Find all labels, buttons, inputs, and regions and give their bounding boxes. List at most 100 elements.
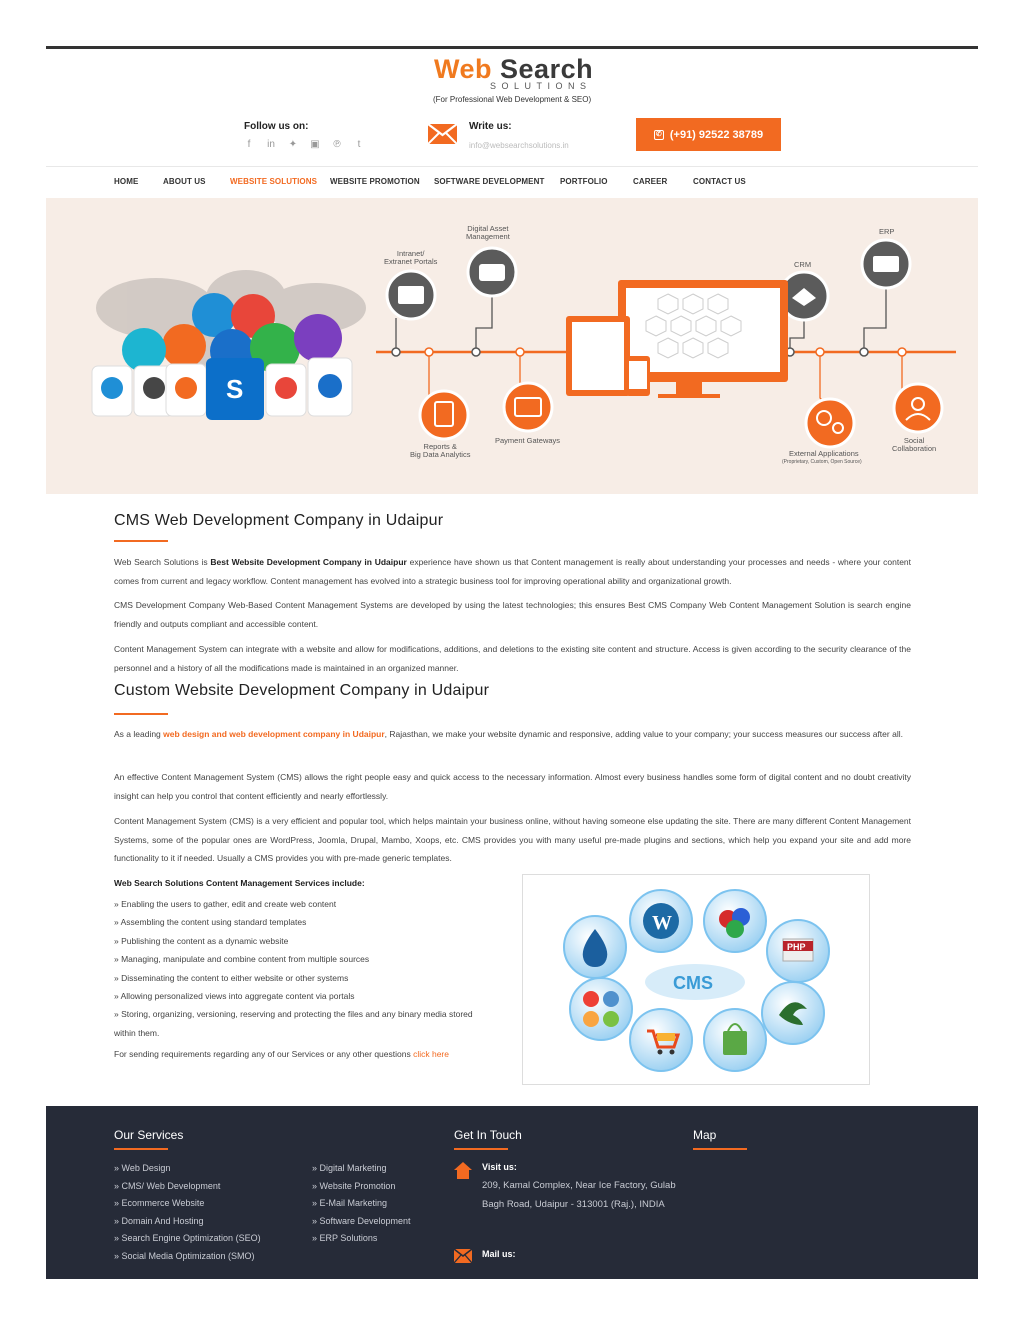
php-icon: PHP [782,938,814,962]
cms-paragraph-2: CMS Development Company Web-Based Conten… [114,600,911,629]
follow-label: Follow us on: [244,121,309,132]
banner-illustration: S [91,238,956,449]
write-us-label: Write us: [469,121,512,132]
footer-services-col2: » Digital Marketing » Website Promotion … [312,1160,411,1248]
top-border [46,46,978,49]
label-crm: CRM [794,260,812,269]
footer-map-title: Map [693,1128,717,1142]
list-item: » Assembling the content using standard … [114,917,307,928]
logo-tagline: (For Professional Web Development & SEO) [433,95,592,104]
label-reports: Reports &Big Data Analytics [410,442,471,459]
section-title-custom: Custom Website Development Company in Ud… [114,682,490,699]
mail-icon [454,1249,472,1263]
footer-address: 209, Kamal Complex, Near Ice Factory, Gu… [482,1180,676,1210]
cms-icons-ring: CMS W PHP [563,889,830,1072]
title-underline [114,540,168,542]
phone-number: (+91) 92522 38789 [669,128,764,141]
phone-icon: ✆ [653,129,664,140]
logo-subtitle: SOLUTIONS [490,81,592,91]
list-item: » Storing, organizing, versioning, reser… [114,1009,473,1038]
mail-icon [428,124,457,144]
footer-contact-title: Get In Touch [454,1128,522,1142]
nav-website-solutions[interactable]: WEBSITE SOLUTIONS [230,177,318,186]
logo-wordmark: Web Search [434,54,594,84]
social-links: f in ✦ ▣ ℗ t [244,139,364,150]
list-item: » Publishing the content as a dynamic we… [114,935,289,946]
footer-title-underline [454,1148,508,1150]
cart-icon [647,1029,681,1055]
twitter-icon[interactable]: ✦ [288,139,298,150]
xoops-icon [719,908,750,938]
shopping-bag-icon [723,1023,747,1055]
footer-link[interactable]: » E-Mail Marketing [312,1198,388,1208]
web-design-link[interactable]: web design and web development company i… [163,729,385,739]
cms-illustration: CMS W PHP [522,874,870,1085]
tumblr-icon[interactable]: t [357,139,361,150]
cms-paragraph-1: Web Search Solutions is Best Website Dev… [114,557,912,586]
label-external-sub: (Proprietary, Custom, Open Source) [782,459,862,465]
section-title-cms: CMS Web Development Company in Udaipur [114,512,444,529]
drupal-icon [582,929,608,967]
services-list: » Enabling the users to gather, edit and… [114,895,494,1042]
nav-divider [46,166,978,167]
phone-button[interactable]: ✆ (+91) 92522 38789 [636,118,781,151]
label-intranet: Intranet/Extranet Portals [384,249,438,266]
label-payment: Payment Gateways [495,436,561,445]
footer-title-underline [693,1148,747,1150]
footer-link[interactable]: » Social Media Optimization (SMO) [114,1250,255,1261]
visit-us-label: Visit us: [482,1162,517,1172]
custom-paragraph-3: Content Management System (CMS) is a ver… [114,816,911,863]
instagram-icon[interactable]: ▣ [310,139,320,150]
nav-home[interactable]: HOME [114,177,139,186]
home-icon [454,1162,472,1179]
footer-link[interactable]: » Digital Marketing [312,1163,387,1173]
site-logo[interactable]: Web Search SOLUTIONS (For Professional W… [430,54,600,106]
mambo-icon [779,1002,807,1025]
list-item: » Managing, manipulate and combine conte… [114,954,370,965]
list-item: » Enabling the users to gather, edit and… [114,899,337,909]
linkedin-icon[interactable]: in [267,139,275,150]
label-external: External Applications [789,449,859,458]
hero-banner: S [46,198,978,494]
custom-paragraph-1: As a leading web design and web developm… [114,729,903,739]
footer-link[interactable]: » Web Design [114,1163,171,1173]
footer-title-underline [114,1148,168,1150]
footer-link[interactable]: » CMS/ Web Development [114,1180,221,1191]
svg-text:S: S [226,374,243,404]
footer-link[interactable]: » Website Promotion [312,1180,396,1191]
footer-link[interactable]: » Domain And Hosting [114,1215,204,1226]
footer-link[interactable]: » ERP Solutions [312,1233,378,1243]
cms-text: CMS [673,973,713,993]
click-here-link[interactable]: click here [413,1049,449,1059]
footer-link[interactable]: » Ecommerce Website [114,1198,205,1208]
svg-text:W: W [652,912,672,934]
nav-about-us[interactable]: ABOUT US [163,177,206,186]
services-heading: Web Search Solutions Content Management … [114,878,365,888]
svg-text:PHP: PHP [787,942,806,952]
nav-contact-us[interactable]: CONTACT US [693,177,746,186]
pinterest-icon[interactable]: ℗ [333,139,341,150]
site-footer: Our Services » Web Design » CMS/ Web Dev… [46,1106,978,1279]
list-item: » Disseminating the content to either we… [114,972,349,983]
list-item: » Allowing personalized views into aggre… [114,991,355,1002]
wordpress-icon [643,903,679,939]
send-requirements: For sending requirements regarding any o… [114,1049,449,1059]
footer-link[interactable]: » Software Development [312,1215,411,1226]
footer-services-col1: » Web Design » CMS/ Web Development » Ec… [114,1160,261,1265]
mail-us-label: Mail us: [482,1249,516,1259]
custom-paragraph-2: An effective Content Management System (… [114,772,911,801]
header-email-link[interactable]: info@websearchsolutions.in [469,141,569,150]
label-erp: ERP [879,227,895,236]
title-underline [114,713,168,715]
nav-career[interactable]: CAREER [633,177,668,186]
cms-paragraph-3: Content Management System can integrate … [114,644,911,673]
footer-services-title: Our Services [114,1128,184,1142]
footer-link[interactable]: » Search Engine Optimization (SEO) [114,1233,261,1243]
nav-portfolio[interactable]: PORTFOLIO [560,177,608,186]
facebook-icon[interactable]: f [247,139,251,150]
nav-software-development[interactable]: SOFTWARE DEVELOPMENT [434,177,545,186]
joomla-icon [583,991,619,1027]
nav-website-promotion[interactable]: WEBSITE PROMOTION [330,177,420,186]
